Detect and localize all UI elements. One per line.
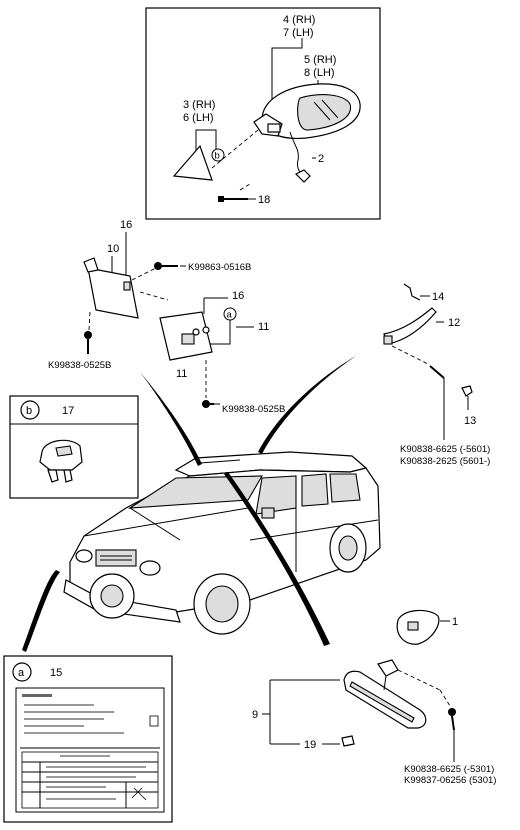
- screw-k99838-bottom-label: K99838-0525B: [222, 404, 285, 415]
- mirror-cover: [172, 144, 213, 181]
- screw-k99838-left-label: K99838-0525B: [48, 360, 111, 371]
- label-9: 9: [252, 709, 258, 721]
- label-3-rh: 3 (RH): [183, 99, 215, 111]
- label-15: 15: [50, 667, 62, 679]
- part-14-clip: [403, 283, 421, 301]
- screw-k90838-mirror-upper: K90838-6625 (-5301): [404, 764, 494, 775]
- sun-visor-left: [87, 267, 139, 319]
- part-12-grip: [383, 307, 437, 345]
- label-16-top: 16: [120, 219, 132, 231]
- label-6-lh: 6 (LH): [183, 112, 214, 124]
- inset-b: b 17: [9, 395, 139, 499]
- label-2: 2: [318, 153, 324, 165]
- inset-a-letter: a: [18, 667, 25, 679]
- screw-18: [218, 196, 248, 202]
- sun-visor-group: 16 10 K99863-0516B K99838-0525B 16: [48, 219, 285, 415]
- screw-k90838-mirror: [448, 708, 456, 731]
- screw-k90838-lower: K90838-2625 (5601-): [400, 456, 490, 467]
- label-11-left: 11: [176, 368, 187, 380]
- caution-label-sheet: [15, 687, 165, 813]
- label-1: 1: [452, 616, 458, 628]
- callout-b-mirror: [211, 148, 225, 162]
- screw-k90838-mirror-lower: K99837-06256 (5301): [404, 775, 496, 786]
- screw-k90838-upper: K90838-6625 (-5601): [400, 444, 490, 455]
- part-2-connector: [294, 169, 311, 183]
- screw-k99863-label: K99863-0516B: [188, 262, 251, 273]
- mirror-assembly-box: 4 (RH) 7 (LH) 5 (RH) 8 (LH) 3 (RH) 6 (LH…: [145, 7, 381, 220]
- label-4-rh: 4 (RH): [283, 14, 315, 26]
- label-12: 12: [448, 317, 460, 329]
- part-13-clip: [461, 385, 473, 397]
- inset-b-letter: b: [26, 405, 32, 417]
- label-8-lh: 8 (LH): [304, 67, 335, 79]
- inset-b-circle: [20, 400, 40, 420]
- label-17: 17: [62, 405, 74, 417]
- label-14: 14: [432, 291, 444, 303]
- label-5-rh: 5 (RH): [304, 54, 336, 66]
- pointer-arrows: [22, 356, 356, 652]
- label-13: 13: [464, 415, 476, 427]
- callout-b-letter: b: [215, 151, 220, 162]
- label-16-mid: 16: [232, 290, 244, 302]
- label-18: 18: [258, 194, 270, 206]
- callout-a-letter: a: [227, 310, 233, 321]
- label-11-right: 11: [258, 321, 269, 333]
- screw-k99838-left: [84, 331, 92, 354]
- label-7-lh: 7 (LH): [283, 27, 314, 39]
- outside-mirror: [253, 83, 361, 140]
- label-19: 19: [304, 739, 316, 751]
- label-10: 10: [107, 243, 119, 255]
- inset-a-circle: [12, 662, 32, 682]
- screw-k99863: [154, 262, 178, 270]
- inside-mirror-group: 1 9 19 K90838-6625 (-5301) K99837-06256 …: [252, 609, 496, 786]
- inset-a: a 15: [3, 655, 173, 823]
- screw-k99838-bottom: [202, 400, 214, 408]
- part-19-cover: [341, 735, 355, 747]
- assist-grip-group: 14 12 13 K90838-6625 (-5601) K90838-2625…: [383, 283, 490, 467]
- vehicle-suv: [63, 451, 381, 635]
